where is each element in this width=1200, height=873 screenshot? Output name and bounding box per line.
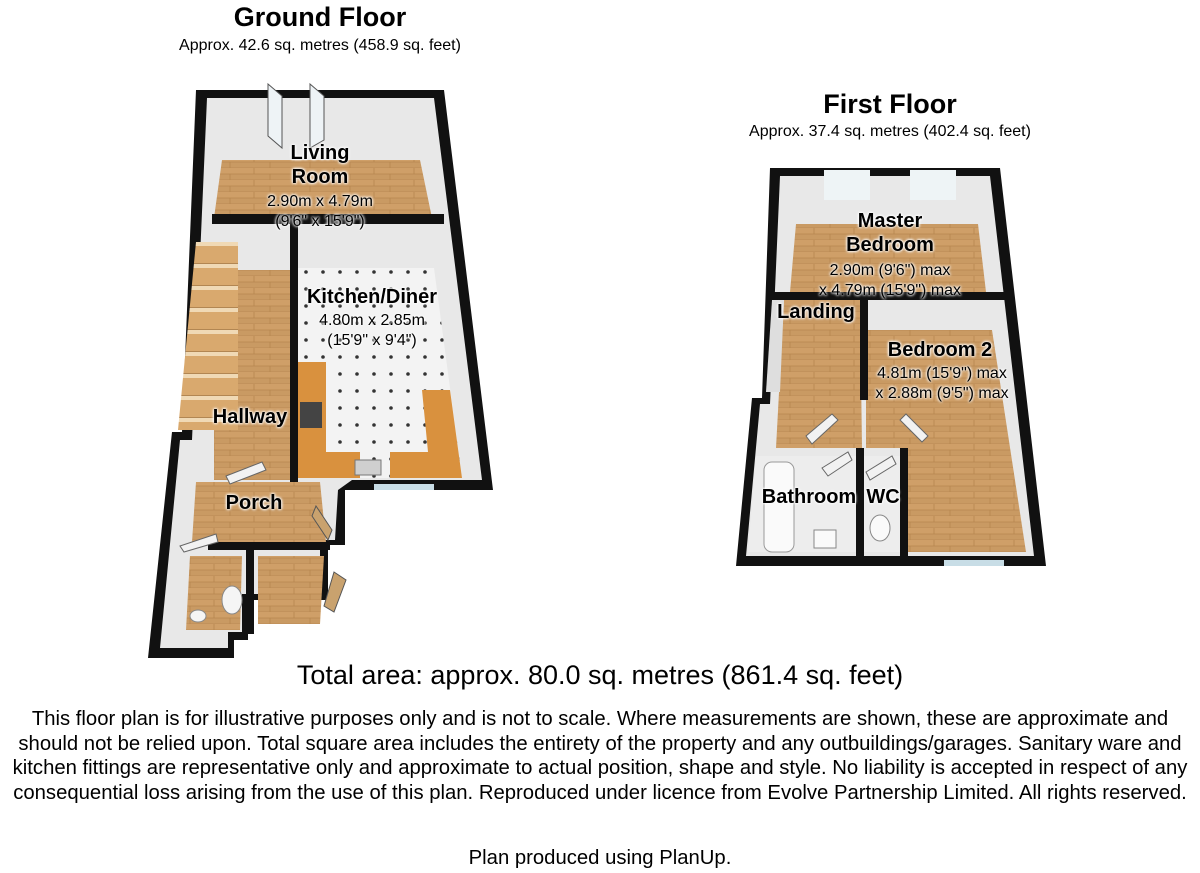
window-icon <box>374 484 434 490</box>
bedroom-2-label: Bedroom 2 <box>887 339 993 361</box>
kitchen-floor <box>296 268 462 478</box>
store-floor <box>258 556 324 624</box>
basin-icon <box>189 609 207 623</box>
internal-door-icon <box>805 413 929 481</box>
window-icon <box>944 560 1004 566</box>
first-floor-plan <box>736 168 1046 566</box>
toilet-icon <box>221 585 243 615</box>
kitchen-label: Kitchen/Diner <box>306 286 438 308</box>
living-room-dimensions-imperial: (9'6" x 15'9") <box>275 213 365 230</box>
kitchen-worktop-left <box>298 362 360 478</box>
landing-label: Landing <box>777 301 855 323</box>
french-doors-icon <box>267 82 325 150</box>
store-door-icon <box>323 571 347 613</box>
porch-label: Porch <box>225 492 283 514</box>
ground-floor-plan <box>148 82 493 658</box>
wc-wall <box>900 448 908 566</box>
sink-icon <box>354 459 382 476</box>
hallway-label: Hallway <box>212 406 288 428</box>
bedroom-2-dimension-2: x 2.88m (9'5") max <box>875 385 1009 402</box>
first-floor-title: First Floor <box>823 89 957 119</box>
master-bedroom-dimension-2: x 4.79m (15'9") max <box>818 282 962 299</box>
plan-credit: Plan produced using PlanUp. <box>468 847 732 869</box>
landing-floor <box>776 300 862 448</box>
window-icon <box>824 170 870 200</box>
store-wall <box>246 550 254 634</box>
kitchen-worktop-right <box>390 390 462 478</box>
toilet-icon <box>869 514 891 542</box>
bath-icon <box>763 461 795 553</box>
living-room-partition <box>212 214 444 224</box>
window-icon <box>910 170 956 200</box>
master-bedroom-label: Master <box>857 210 923 232</box>
first-floor-area: Approx. 37.4 sq. metres (402.4 sq. feet) <box>749 123 1031 140</box>
bathroom-label: Bathroom <box>761 486 857 508</box>
living-room-floor <box>214 160 432 218</box>
ground-floor-title: Ground Floor <box>233 2 407 32</box>
bedroom-2-dimension-1: 4.81m (15'9") max <box>877 365 1007 382</box>
master-bedroom-label-line2: Bedroom <box>846 234 934 256</box>
living-room-label-line2: Room <box>291 166 349 188</box>
kitchen-dimensions-imperial: (15'9" x 9'4") <box>327 332 417 349</box>
basin-icon <box>813 529 837 549</box>
bedroom-2-wall <box>860 300 868 400</box>
hob-icon <box>300 402 322 428</box>
internal-door-icon <box>179 461 267 553</box>
landing-stair-void <box>766 300 784 392</box>
living-room-label: Living <box>290 142 350 164</box>
wc-label: WC <box>866 486 900 508</box>
master-bedroom-dimension-1: 2.90m (9'6") max <box>829 262 951 279</box>
staircase <box>178 242 238 430</box>
kitchen-dimensions-metric: 4.80m x 2.85m <box>319 312 425 329</box>
porch-floor <box>192 482 326 542</box>
ground-floor-area: Approx. 42.6 sq. metres (458.9 sq. feet) <box>179 37 461 54</box>
disclaimer-text: This floor plan is for illustrative purp… <box>12 708 1188 804</box>
hallway-floor <box>214 270 290 480</box>
front-door-icon <box>311 504 333 542</box>
porch-wall <box>208 542 330 550</box>
living-room-dimensions-metric: 2.90m x 4.79m <box>267 193 373 210</box>
bedroom-2-floor <box>866 330 1026 552</box>
master-bedroom-wall <box>770 292 1010 300</box>
bathroom-wall <box>856 448 864 566</box>
total-area: Total area: approx. 80.0 sq. metres (861… <box>296 660 904 690</box>
master-bedroom-floor <box>790 224 986 292</box>
kitchen-wall <box>290 224 298 486</box>
